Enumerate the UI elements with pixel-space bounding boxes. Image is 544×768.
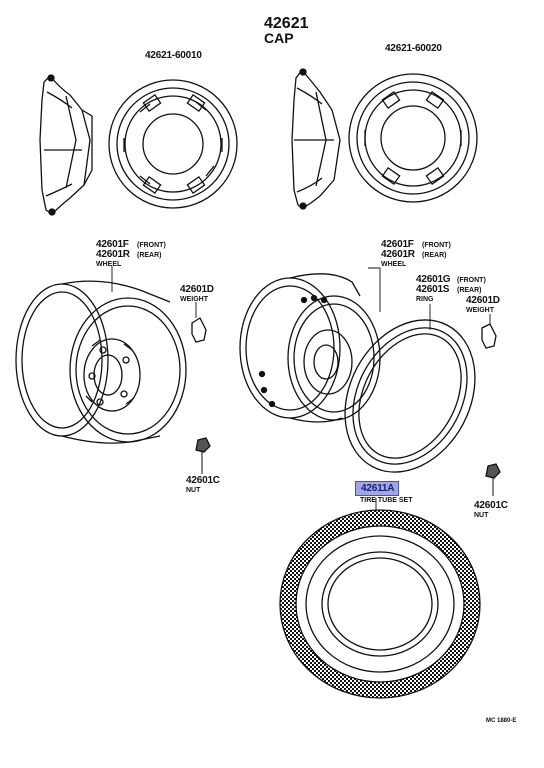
ring-front-note: (FRONT) xyxy=(457,277,486,284)
balance-weight-left[interactable] xyxy=(191,317,207,343)
nut-right-part-number[interactable]: 42601C xyxy=(474,500,508,511)
cap-60020-part-number[interactable]: 42621-60020 xyxy=(385,43,442,54)
lug-nut-left[interactable] xyxy=(195,437,211,474)
nut-left-name: NUT xyxy=(186,487,201,494)
wheel-left-name: WHEEL xyxy=(96,261,122,268)
leader-lines xyxy=(111,266,491,512)
nut-left-part-number[interactable]: 42601C xyxy=(186,475,220,486)
cap-60010-part-number[interactable]: 42621-60010 xyxy=(145,50,202,61)
nut-right-name: NUT xyxy=(474,512,489,519)
ring-rear-part-number[interactable]: 42601S xyxy=(416,284,450,295)
wheel-left-front-part-number[interactable]: 42601F xyxy=(96,239,129,250)
wheel-right-front-part-number[interactable]: 42601F xyxy=(381,239,414,250)
ring-rear-note: (REAR) xyxy=(457,287,482,294)
weight-right-name: WEIGHT xyxy=(466,307,494,314)
group-number: 42621 xyxy=(264,15,309,32)
wheel-right[interactable] xyxy=(239,273,381,423)
tire-tube-set-part-number[interactable]: 42611A xyxy=(361,483,395,494)
rim-ring[interactable] xyxy=(319,297,500,495)
wheel-left-rear-note: (REAR) xyxy=(137,252,162,259)
tire-tube-set-name: TIRE TUBE SET xyxy=(360,497,413,504)
wheel-right-name: WHEEL xyxy=(381,261,407,268)
balance-weight-right[interactable] xyxy=(481,323,497,349)
lug-nut-right[interactable] xyxy=(485,463,501,496)
tire-tube-set-highlight xyxy=(355,481,399,496)
hub-cap-60020-side[interactable] xyxy=(291,68,341,210)
figure-code: MC 1880-E xyxy=(486,718,517,724)
weight-left-name: WEIGHT xyxy=(180,296,208,303)
group-name: CAP xyxy=(264,30,294,46)
weight-right-part-number[interactable]: 42601D xyxy=(466,295,500,306)
weight-left-part-number[interactable]: 42601D xyxy=(180,284,214,295)
wheel-right-rear-note: (REAR) xyxy=(422,252,447,259)
wheel-right-rear-part-number[interactable]: 42601R xyxy=(381,249,415,260)
hub-cap-60010-side[interactable] xyxy=(39,74,93,216)
ring-front-part-number[interactable]: 42601G xyxy=(416,274,451,285)
wheel-left[interactable] xyxy=(15,280,187,444)
tire[interactable] xyxy=(279,509,481,699)
hub-cap-60010-front[interactable] xyxy=(108,79,238,209)
hub-cap-60020-front[interactable] xyxy=(348,73,478,203)
wheel-right-front-note: (FRONT) xyxy=(422,242,451,249)
ring-name: RING xyxy=(416,296,434,303)
wheel-left-front-note: (FRONT) xyxy=(137,242,166,249)
wheel-left-rear-part-number[interactable]: 42601R xyxy=(96,249,130,260)
